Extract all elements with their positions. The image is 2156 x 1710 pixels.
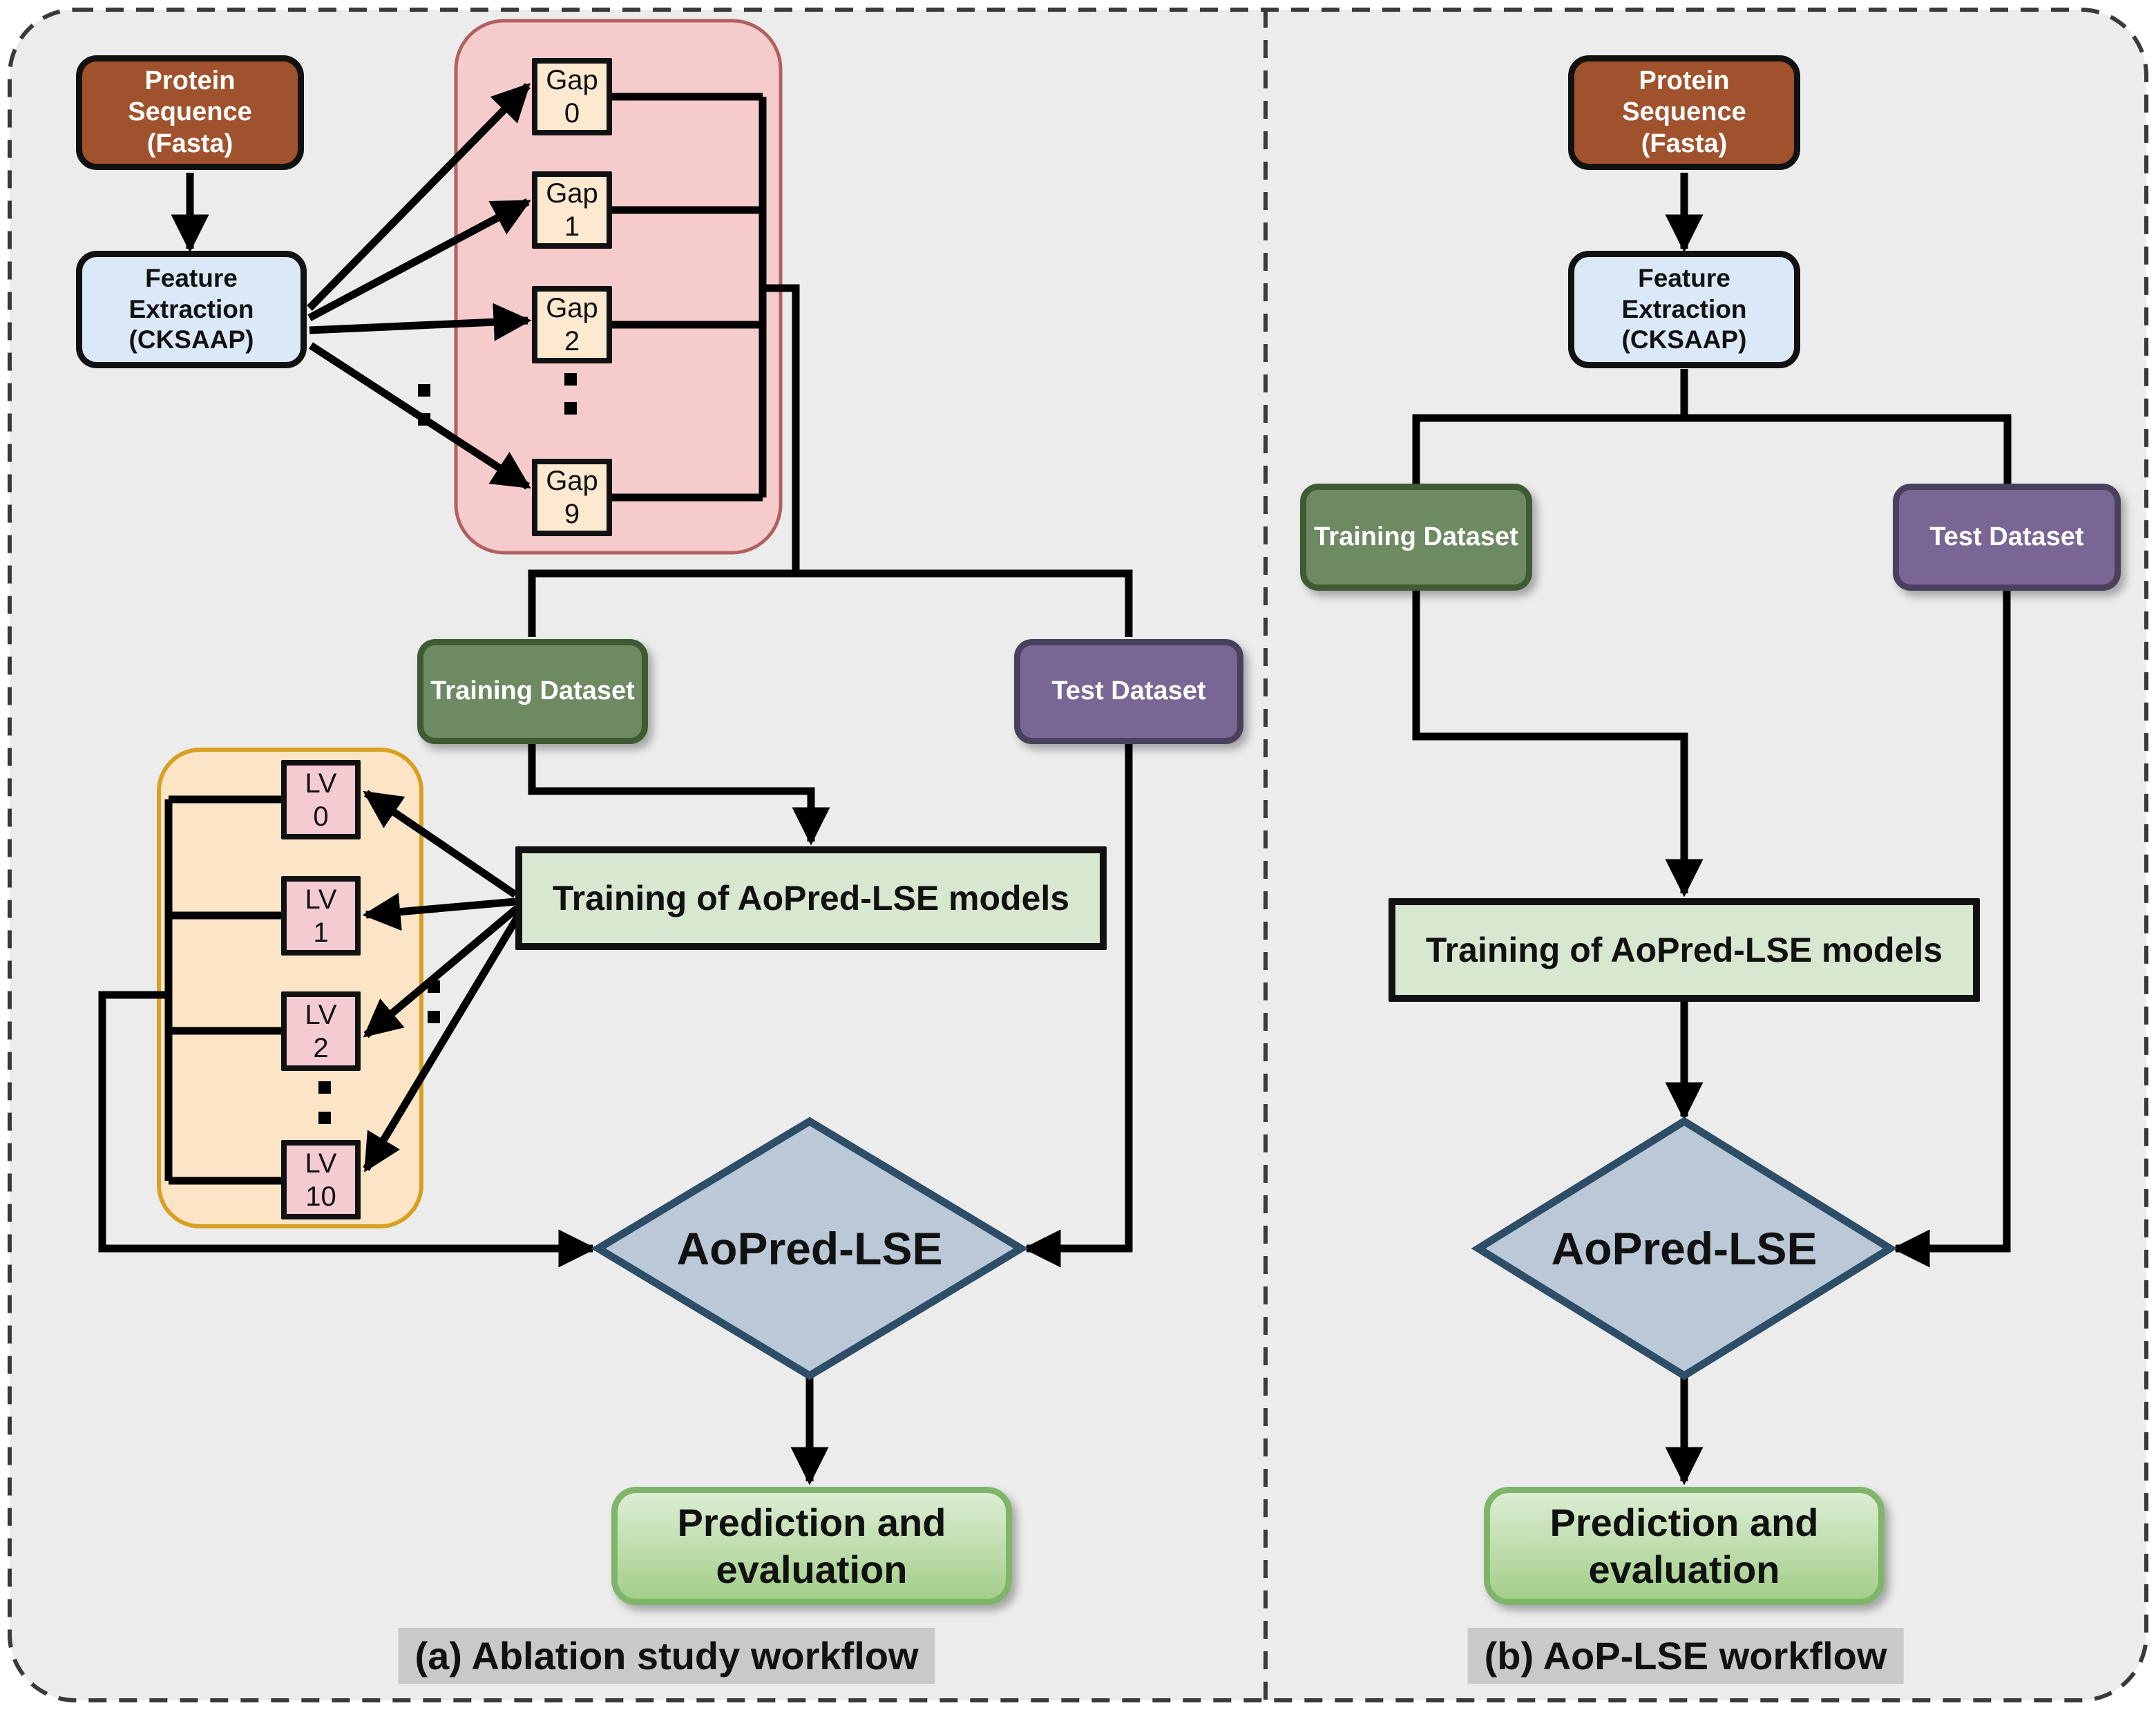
lv-10: LV 10 — [281, 1140, 361, 1219]
gap-0: Gap 0 — [532, 58, 612, 135]
edge-fe-to-gap1 — [307, 198, 531, 321]
aopred-lse-b-label: AoPred-LSE — [1551, 1223, 1818, 1274]
edge-dataset-split-b — [1412, 414, 2012, 485]
edge-model-to-lv10 — [363, 914, 522, 1172]
lv-0: LV 0 — [281, 760, 361, 839]
gap-2: Gap 2 — [532, 286, 612, 363]
edge-test-to-diamond-b — [1891, 591, 2011, 1268]
ellipsis-dot-icon — [428, 1011, 440, 1023]
edge-training-to-model-a — [528, 744, 830, 846]
ellipsis-dot-icon — [318, 1081, 331, 1094]
test-dataset-a: Test Dataset — [1014, 639, 1243, 744]
edge-gap-trunk — [763, 284, 800, 573]
ellipsis-dot-icon — [318, 1112, 331, 1124]
feature-extraction-b: Feature Extraction (CKSAAP) — [1568, 251, 1800, 368]
model-training-a: Training of AoPred-LSE models — [515, 846, 1107, 950]
figure-dashed-border — [8, 8, 2148, 1702]
lv-1: LV 1 — [281, 876, 361, 956]
lv-2: LV 2 — [281, 991, 361, 1071]
gap-9: Gap 9 — [532, 459, 612, 536]
caption-panel-b: (b) AoP-LSE workflow — [1467, 1628, 1904, 1684]
caption-panel-a: (a) Ablation study workflow — [398, 1628, 935, 1684]
aopred-lse-a-label: AoPred-LSE — [676, 1223, 943, 1274]
ellipsis-dot-icon — [418, 413, 430, 426]
prediction-evaluation-b: Prediction and evaluation — [1484, 1487, 1885, 1605]
prediction-evaluation-a: Prediction and evaluation — [611, 1487, 1012, 1605]
ellipsis-dot-icon — [428, 980, 440, 993]
aopred-lse-a-diamond — [591, 1117, 1029, 1380]
edge-dataset-split-a — [528, 569, 1133, 637]
edge-lv-trunk-to-diamond — [98, 991, 597, 1268]
protein-sequence-b: Protein Sequence (Fasta) — [1568, 55, 1800, 170]
edge-fe-to-gap2 — [309, 303, 532, 341]
edge-test-to-diamond-a — [1022, 744, 1133, 1268]
model-training-b: Training of AoPred-LSE models — [1389, 898, 1980, 1002]
feature-extraction-a: Feature Extraction (CKSAAP) — [76, 251, 307, 368]
edge-fe-to-gap0 — [307, 83, 531, 311]
training-dataset-a: Training Dataset — [417, 639, 648, 744]
ellipsis-dot-icon — [564, 373, 577, 386]
protein-sequence-a: Protein Sequence (Fasta) — [76, 55, 304, 170]
edge-model-to-lv0 — [363, 790, 518, 898]
edge-model-to-lv1 — [362, 893, 516, 931]
edge-training-to-model-b — [1412, 591, 1704, 897]
ellipsis-dot-icon — [418, 384, 430, 397]
gap-1: Gap 1 — [532, 171, 612, 249]
aopred-lse-b-diamond — [1471, 1117, 1898, 1380]
ellipsis-dot-icon — [564, 402, 577, 415]
edge-model-to-lv2 — [363, 905, 519, 1038]
training-dataset-b: Training Dataset — [1300, 484, 1532, 591]
test-dataset-b: Test Dataset — [1893, 484, 2121, 591]
